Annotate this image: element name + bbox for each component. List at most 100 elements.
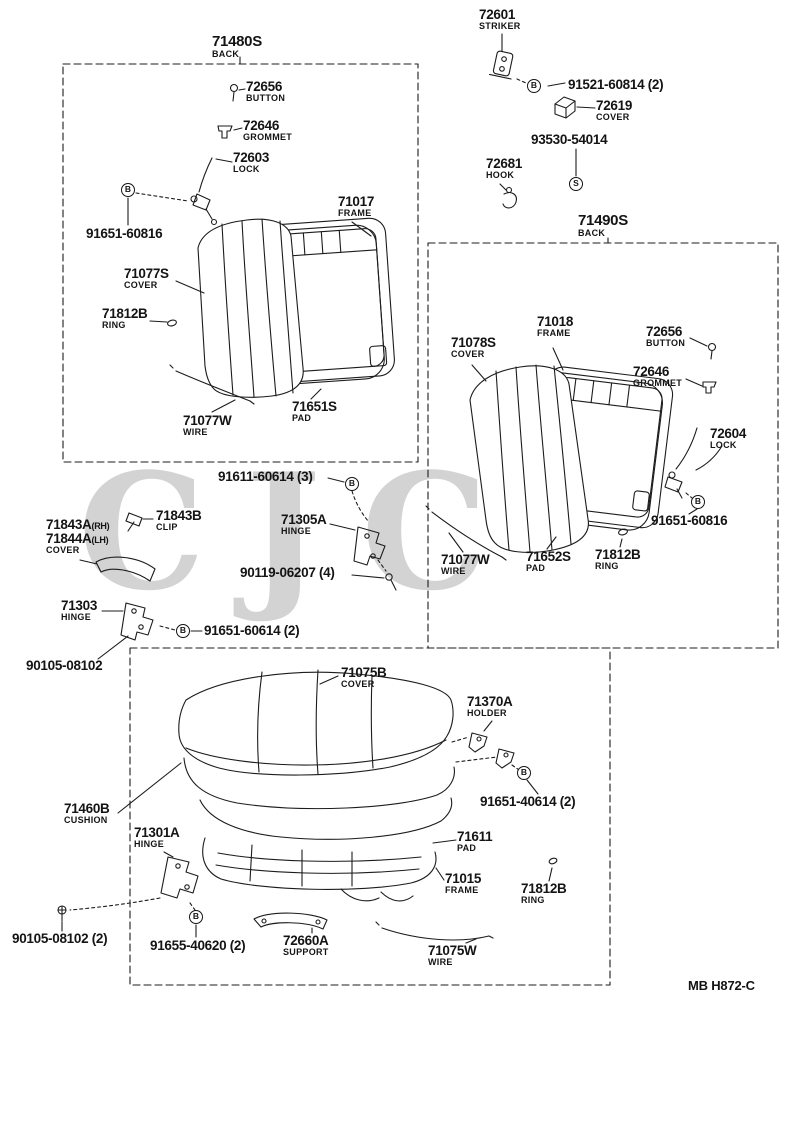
striker-icon	[488, 50, 514, 80]
part-label-hook: 72681 HOOK	[486, 156, 523, 181]
part-number: 71075W	[428, 943, 477, 958]
part-desc: RING	[595, 561, 619, 572]
hook-icon	[502, 186, 517, 209]
part-number-lh-line: 71844A(LH)	[46, 532, 109, 546]
part-desc: RING	[102, 320, 126, 331]
leader-lines-back-lh	[448, 337, 723, 553]
part-label-ring-lh: 71812B RING	[595, 547, 641, 572]
part-number: 71015	[445, 871, 482, 886]
part-number: 71843A	[46, 517, 92, 532]
part-number: 71077S	[124, 266, 169, 281]
group-desc: BACK	[212, 48, 240, 59]
group-part-number: 71490S	[578, 212, 628, 229]
part-number-2: 71844A	[46, 531, 92, 547]
hinge-cover-icon	[95, 556, 156, 582]
part-desc: BUTTON	[246, 93, 286, 104]
part-number: 71812B	[521, 881, 567, 896]
part-desc: COVER	[596, 112, 630, 123]
clip-icon	[125, 512, 143, 532]
part-label-striker-cover: 72619 COVER	[596, 98, 633, 123]
striker-cover-icon	[554, 96, 576, 119]
part-number: 71077W	[441, 552, 490, 567]
part-desc: FRAME	[338, 208, 372, 219]
part-number: 91651-60816	[86, 226, 163, 241]
part-desc: STRIKER	[479, 21, 521, 32]
part-number: 72619	[596, 98, 633, 113]
part-number-rh-line: 71843A(RH)	[46, 517, 110, 532]
grommet-icon-lh	[702, 381, 717, 394]
bolt-symbol-hinge-rh: B	[345, 477, 359, 491]
part-desc: WIRE	[428, 957, 453, 968]
part-label-holder-bolt: 91651-40614 (2)	[480, 794, 576, 809]
part-number: 71077W	[183, 413, 232, 428]
ring-icon-cushion	[548, 857, 558, 865]
part-label-cushion-frame: 71015 FRAME	[445, 871, 482, 896]
part-number: 71843B	[156, 508, 202, 523]
bolt-symbol-back-lh: B	[691, 495, 705, 509]
part-number: 72604	[710, 426, 747, 441]
cushion-art	[57, 669, 558, 944]
part-label-lock-rh: 72603 LOCK	[233, 150, 270, 175]
part-label-clip: 71843B CLIP	[156, 508, 202, 533]
part-number: 72681	[486, 156, 523, 171]
part-desc: HOOK	[486, 170, 515, 181]
part-number: 71301A	[134, 825, 180, 840]
lock-icon-rh	[190, 157, 218, 226]
part-label-hinge-cover: 71843A(RH) 71844A(LH) COVER	[46, 517, 110, 556]
bolt-symbol-hinge-lh: B	[176, 624, 190, 638]
bolt-symbol-striker: B	[527, 79, 541, 93]
hinge-lh-icon	[120, 602, 154, 641]
part-desc: RING	[521, 895, 545, 906]
part-desc: LOCK	[710, 440, 737, 451]
part-label-striker: 72601 STRIKER	[479, 7, 521, 32]
part-number: 71018	[537, 314, 574, 329]
part-label-cushion-cover: 71075B COVER	[341, 665, 387, 690]
part-desc: HINGE	[281, 526, 312, 537]
part-number: 91521-60814 (2)	[568, 77, 664, 92]
leader-lines-cushion	[117, 675, 553, 944]
part-label-cover-lh: 71078S COVER	[451, 335, 496, 360]
part-label-frame-lh: 71018 FRAME	[537, 314, 574, 339]
part-desc: WIRE	[441, 566, 466, 577]
part-number: 71812B	[595, 547, 641, 562]
part-label-hinge-bolt-4: 90119-06207 (4)	[240, 565, 335, 580]
part-label-button-rh: 72656 BUTTON	[246, 79, 286, 104]
part-label-pad-rh: 71651S PAD	[292, 399, 337, 424]
bolt-symbol-back-rh: B	[121, 183, 135, 197]
ring-icon	[167, 319, 177, 327]
part-number: 91651-60816	[651, 513, 728, 528]
part-desc: GROMMET	[633, 378, 683, 389]
part-number: 90105-08102 (2)	[12, 931, 108, 946]
button-screw-icon-lh	[707, 342, 717, 360]
part-number: 90119-06207 (4)	[240, 565, 335, 580]
group-part-number: 71480S	[212, 33, 262, 50]
part-number: 90105-08102	[26, 658, 103, 673]
part-label-hinge-bolt-3: 91611-60614 (3)	[218, 469, 313, 484]
part-number: 71460B	[64, 801, 110, 816]
part-label-wire-lh: 71077W WIRE	[441, 552, 490, 577]
hinge-cluster-art	[79, 477, 397, 660]
part-desc: WIRE	[183, 427, 208, 438]
part-desc: PAD	[292, 413, 312, 424]
part-desc: CLIP	[156, 522, 178, 533]
lock-icon-lh	[664, 427, 698, 499]
part-label-wire-rh: 71077W WIRE	[183, 413, 232, 438]
screw-symbol-striker: S	[569, 177, 583, 191]
hinge-rh-icon	[353, 526, 386, 566]
part-desc: COVER	[46, 545, 80, 556]
part-desc: PAD	[457, 843, 477, 854]
part-label-cushion-bolt: 91655-40620 (2)	[150, 938, 246, 953]
part-desc: PAD	[526, 563, 546, 574]
group-title-back-rh: 71480S BACK	[212, 34, 262, 59]
part-number: 72603	[233, 150, 270, 165]
hinge-cushion-icon	[160, 856, 199, 899]
part-desc: HINGE	[134, 839, 165, 850]
part-label-striker-bolt: 91521-60814 (2)	[568, 77, 664, 92]
part-number: 71305A	[281, 512, 327, 527]
seatback-lh-art	[425, 337, 723, 561]
part-number: 91611-60614 (3)	[218, 469, 313, 484]
rh-suffix: (RH)	[91, 521, 110, 531]
part-label-ring-cushion: 71812B RING	[521, 881, 567, 906]
